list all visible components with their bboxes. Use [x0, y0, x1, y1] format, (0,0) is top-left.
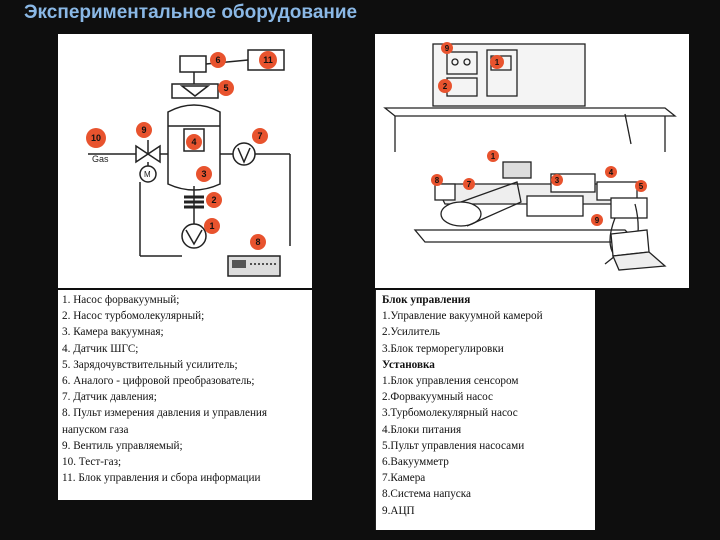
- legend-item: 1.Управление вакуумной камерой: [382, 310, 543, 323]
- legend-item: 5.Пульт управления насосами: [382, 439, 525, 452]
- schematic-legend: 1. Насос форвакуумный; 2. Насос турбомол…: [58, 290, 312, 500]
- legend-item: 7.Камера: [382, 472, 426, 485]
- legend-item: 2. Насос турбомолекулярный;: [62, 310, 205, 323]
- equipment-illustration: 9 1 2 1 8 7 3 4 5 9: [375, 34, 689, 288]
- cabinet-badge-2: 2: [443, 82, 448, 91]
- badge-9: 9: [141, 125, 146, 135]
- legend-item: 10. Тест-газ;: [62, 456, 122, 469]
- setup-badge-1: 1: [491, 152, 496, 161]
- motor-label: M: [144, 170, 151, 179]
- badge-6: 6: [215, 55, 220, 65]
- badge-4: 4: [191, 137, 196, 147]
- legend-item: 6. Аналого - цифровой преобразователь;: [62, 375, 255, 388]
- schematic-svg: Gas M 6 11 5 9 10 4 7 3 2 1 8: [86, 49, 291, 277]
- legend-item: 4. Датчик ШГС;: [62, 342, 139, 355]
- setup-badge-8: 8: [435, 176, 440, 185]
- legend-item: 8. Пульт измерения давления и управления…: [62, 407, 268, 436]
- schematic-diagram: Gas M 6 11 5 9 10 4 7 3 2 1 8: [58, 34, 312, 288]
- legend-item: 4.Блоки питания: [382, 423, 462, 436]
- equipment-legend: Блок управления 1.Управление вакуумной к…: [375, 290, 595, 530]
- equipment-svg: 9 1 2 1 8 7 3 4 5 9: [383, 42, 677, 271]
- badge-7: 7: [257, 131, 262, 141]
- legend-item: 2.Форвакуумный насос: [382, 391, 493, 404]
- legend-item: 1. Насос форвакуумный;: [62, 294, 180, 306]
- gas-label: Gas: [92, 154, 109, 164]
- legend-item: 11. Блок управления и сбора информации: [62, 472, 261, 485]
- legend-item: 7. Датчик давления;: [62, 391, 157, 404]
- setup-badge-9: 9: [595, 216, 600, 225]
- legend-item: 6.Вакуумметр: [382, 456, 449, 469]
- legend-item: 1.Блок управления сенсором: [382, 375, 519, 388]
- setup-badge-4: 4: [609, 168, 614, 177]
- legend-item: 3.Турбомолекулярный насос: [382, 407, 518, 420]
- setup-badge-5: 5: [639, 182, 644, 191]
- badge-8: 8: [255, 237, 260, 247]
- badge-11: 11: [263, 55, 273, 65]
- legend-item: 8.Система напуска: [382, 488, 472, 501]
- legend-heading: Установка: [382, 358, 435, 371]
- legend-item: 9.АЦП: [382, 504, 415, 517]
- badge-5: 5: [223, 83, 228, 93]
- badge-2: 2: [211, 195, 216, 205]
- legend-item: 5. Зарядочувствительный усилитель;: [62, 358, 238, 371]
- setup-badge-3: 3: [555, 176, 560, 185]
- cabinet-badge-1: 1: [495, 58, 500, 67]
- cabinet-badge-9: 9: [445, 44, 450, 53]
- legend-item: 9. Вентиль управляемый;: [62, 439, 183, 452]
- badge-10: 10: [91, 133, 101, 143]
- badge-1: 1: [209, 221, 214, 231]
- setup-badge-7: 7: [467, 180, 472, 189]
- legend-item: 2.Усилитель: [382, 326, 441, 339]
- legend-item: 3. Камера вакуумная;: [62, 326, 164, 339]
- slide-title: Экспериментальное оборудование: [24, 2, 358, 23]
- badge-3: 3: [201, 169, 206, 179]
- legend-heading: Блок управления: [382, 294, 471, 306]
- legend-item: 3.Блок терморегулировки: [382, 342, 504, 355]
